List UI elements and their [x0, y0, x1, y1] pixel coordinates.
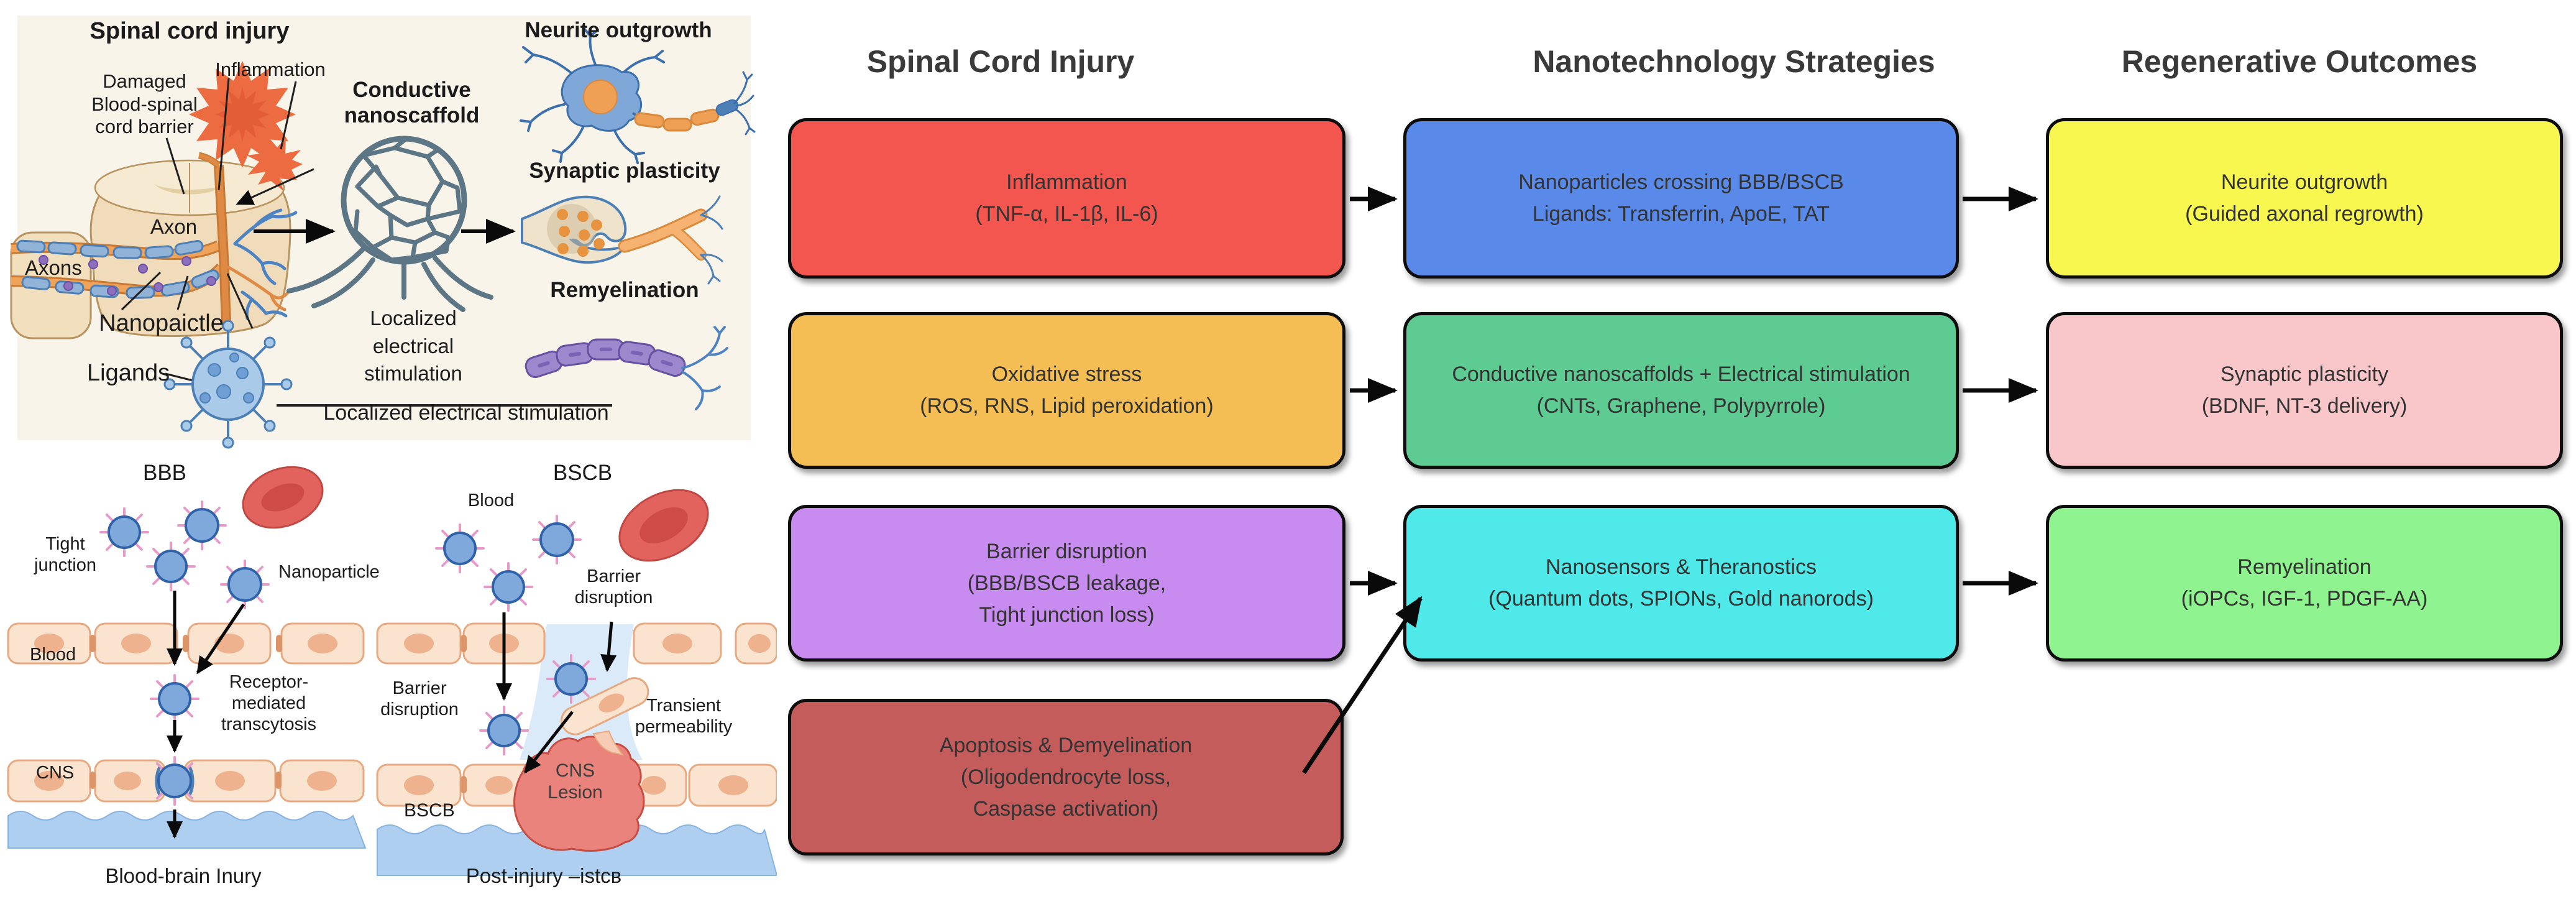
nanoparticle-icons: [99, 500, 596, 806]
blood-left-label: Blood: [30, 645, 76, 665]
column-header-nanotech: Nanotechnology Strategies: [1533, 44, 1935, 79]
bbb-csf-band: [7, 811, 367, 849]
bscb-bottom-label: BSCB: [404, 800, 455, 821]
transient-permeability-label: Transient permeability: [635, 696, 733, 737]
box-barrier-disruption: Barrier disruption (BBB/BSCB leakage, Ti…: [788, 505, 1345, 662]
axons-label: Axons: [25, 256, 82, 279]
localized-stimulation-caption: Localized electrical stimulation: [323, 401, 609, 425]
red-blood-cell-left: [242, 466, 324, 529]
synaptic-plasticity-label: Synaptic plasticity: [529, 159, 720, 183]
bscb-title: BSCB: [552, 461, 613, 485]
box-remyelination: Remyelination (iOPCs, IGF-1, PDGF-AA): [2046, 505, 2563, 662]
bscb-leak-region: [520, 624, 643, 760]
conductive-nanoscaffold-label: Conductive nanoscaffold: [344, 78, 480, 128]
inflammation-label: Inflammation: [215, 58, 326, 80]
bscb-blood-cell-row: [376, 622, 777, 665]
blood-brain-caption: Blood-brain Inury: [105, 864, 262, 887]
neurite-outgrowth-label: Neurite outgrowth: [525, 18, 712, 42]
column-header-outcomes: Regenerative Outcomes: [2121, 44, 2478, 79]
synapse-icon: [521, 195, 723, 285]
neuron-icon: [520, 27, 756, 164]
post-injury-caption: Post-injury –istcв: [465, 864, 622, 887]
axon-label: Axon: [150, 215, 198, 238]
cns-lesion-label: CNS Lesion: [548, 760, 603, 803]
tight-junction-label: Tight junction: [34, 534, 96, 576]
nanoparticle-label: Nanoparticle: [278, 562, 380, 582]
bbb-title: BBB: [142, 461, 187, 485]
box-nanosensors: Nanosensors & Theranostics (Quantum dots…: [1403, 505, 1959, 662]
nanoscaffold-icon: [286, 136, 493, 312]
box-synaptic-plasticity: Synaptic plasticity (BDNF, NT-3 delivery…: [2046, 312, 2563, 469]
damaged-barrier-label: Damaged Blood-spinal cord barrier: [91, 70, 198, 138]
receptor-transcytosis-label: Receptor- mediated transcytosis: [221, 672, 317, 735]
nanoparticle-typo-label: Nanopaictle: [99, 310, 224, 336]
cns-label: CNS: [36, 763, 75, 783]
barrier-disruption-upper-label: Barrier disruption: [574, 566, 653, 608]
column-header-injury: Spinal Cord Injury: [866, 44, 1135, 79]
remyelination-label: Remyelination: [550, 278, 699, 302]
barrier-disruption-lower-label: Barrier disruption: [380, 678, 459, 720]
injury-panel-title: Spinal cord injury: [89, 18, 290, 44]
remyelination-icon: [525, 326, 728, 410]
box-nanoparticles-crossing: Nanoparticles crossing BBB/BSCB Ligands:…: [1403, 118, 1959, 279]
box-oxidative-stress: Oxidative stress (ROS, RNS, Lipid peroxi…: [788, 312, 1345, 469]
red-blood-cell-right: [618, 489, 709, 562]
box-neurite-outgrowth: Neurite outgrowth (Guided axonal regrowt…: [2046, 118, 2563, 279]
blood-right-label: Blood: [467, 491, 515, 510]
box-conductive-nanoscaffolds: Conductive nanoscaffolds + Electrical st…: [1403, 312, 1959, 469]
box-inflammation: Inflammation (TNF-α, IL-1β, IL-6): [788, 118, 1345, 279]
orange-vessel-branch: [227, 265, 289, 311]
ligands-label: Ligands: [87, 360, 170, 386]
localized-stimulation-block-label: Localized electrical stimulation: [364, 307, 462, 385]
blue-vessels: [233, 208, 298, 320]
box-apoptosis: Apoptosis & Demyelination (Oligodendrocy…: [788, 699, 1344, 856]
